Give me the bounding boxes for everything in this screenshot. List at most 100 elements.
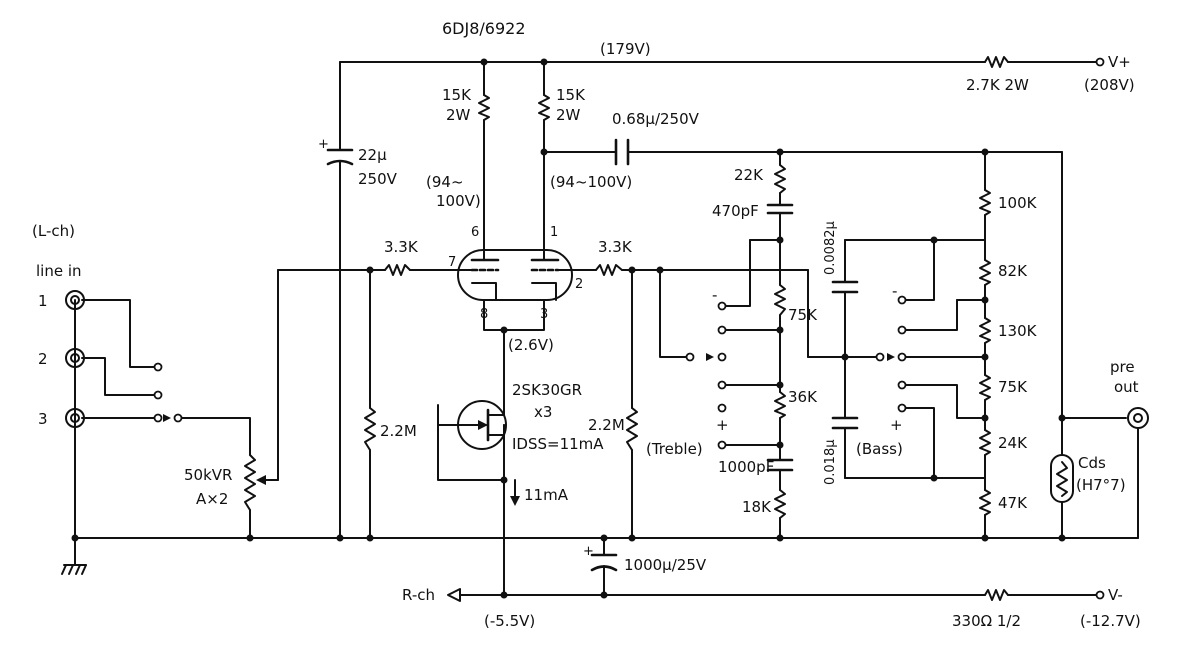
channel-label: (L-ch) <box>32 222 75 240</box>
input-2-label: 2 <box>38 350 48 368</box>
bass-title: (Bass) <box>856 440 903 458</box>
resistor-plate-left <box>478 94 490 121</box>
grid-res-right-label: 3.3K <box>598 238 633 256</box>
ladder-label-6: 47K <box>998 494 1028 512</box>
svg-text:+: + <box>583 544 594 559</box>
vminus-voltage: (-12.7V) <box>1080 612 1141 630</box>
switch-contacts <box>153 57 1105 600</box>
plate-voltage-right: (94~100V) <box>550 173 632 191</box>
b-plus-node-label: (179V) <box>600 40 651 58</box>
bass-0082-label: 0.0082μ <box>823 221 838 275</box>
bass-018-label: 0.018μ <box>823 440 838 486</box>
grid-res-left-label: 3.3K <box>384 238 419 256</box>
capacitor-coupling <box>614 138 630 166</box>
treble-18k-label: 18K <box>742 498 772 516</box>
capacitor-treble-470pf <box>766 203 794 215</box>
current-arrow <box>510 496 520 506</box>
fet-type: 2SK30GR <box>512 381 582 399</box>
tube-pin-3: 3 <box>540 307 548 322</box>
plate-res-right-rating: 2W <box>556 106 581 124</box>
output-jack[interactable] <box>1127 407 1149 429</box>
fet-idss: IDSS=11mA <box>512 435 604 453</box>
cds-photoresistor <box>1050 454 1074 503</box>
tube-type-label: 6DJ8/6922 <box>442 19 526 38</box>
resistor-ladder-82k <box>979 259 991 286</box>
treble-75k-label: 75K <box>788 306 818 324</box>
resistor-grid-left <box>384 264 411 276</box>
dropper-label: 2.7K 2W <box>966 76 1029 94</box>
volume-pot-value: 50kVR <box>184 466 232 484</box>
source-voltage: (-5.5V) <box>484 612 535 630</box>
cds-type: (H7°7) <box>1076 476 1126 494</box>
resistor-plate-right <box>538 94 550 121</box>
current-label: 11mA <box>524 486 569 504</box>
pre-out-label-2: out <box>1114 378 1139 396</box>
capacitor-bypass: + <box>583 544 618 572</box>
pre-out-label-1: pre <box>1110 358 1135 376</box>
capacitor-bass-0082 <box>831 280 859 294</box>
treble-title: (Treble) <box>646 440 703 458</box>
tube-pin-2: 2 <box>575 277 583 292</box>
plate-voltage-left-1: (94~ <box>426 173 464 191</box>
capacitor-bplus: + <box>318 137 354 166</box>
input-jack-3[interactable] <box>65 408 85 428</box>
capacitor-bass-018 <box>831 416 859 430</box>
coupling-cap-label: 0.68μ/250V <box>612 110 700 128</box>
resistor-bias-right <box>626 407 638 451</box>
ladder-label-3: 130K <box>998 322 1038 340</box>
wires <box>74 61 1139 596</box>
resistor-ladder-47k <box>979 489 991 516</box>
capacitor-treble-1000pf <box>766 458 794 472</box>
svg-text:+: + <box>318 137 329 152</box>
volume-pot-gang: A×2 <box>196 490 228 508</box>
bias-res-right-label: 2.2M <box>588 416 625 434</box>
resistor-treble-18k <box>774 489 786 519</box>
plate-res-left-value: 15K <box>442 86 472 104</box>
resistors <box>364 56 1009 601</box>
ladder-label-4: 75K <box>998 378 1028 396</box>
line-in-label: line in <box>36 262 82 280</box>
input-jacks <box>65 290 1149 429</box>
plate-res-right-value: 15K <box>556 86 586 104</box>
treble-22k-label: 22K <box>734 166 764 184</box>
ladder-label-2: 82K <box>998 262 1028 280</box>
resistor-dropper <box>984 56 1009 68</box>
tube-pin-1: 1 <box>550 225 558 240</box>
treble-minus-mark: - <box>712 286 717 304</box>
arrows <box>447 479 520 602</box>
bypass-cap-label: 1000μ/25V <box>624 556 707 574</box>
resistor-treble-75k <box>774 284 786 316</box>
vminus-label: V- <box>1108 586 1123 604</box>
r-ch-arrow <box>447 588 461 602</box>
vminus-res-label: 330Ω 1/2 <box>952 612 1021 630</box>
cathode-voltage: (2.6V) <box>508 336 554 354</box>
input-jack-1[interactable] <box>65 290 85 310</box>
treble-plus-mark: + <box>716 416 729 434</box>
vplus-voltage: (208V) <box>1084 76 1135 94</box>
tube-pin-8: 8 <box>480 307 488 322</box>
tube-pin-6: 6 <box>471 225 479 240</box>
bias-res-left-label: 2.2M <box>380 422 417 440</box>
potentiometer-50kvr <box>244 454 266 511</box>
input-jack-2[interactable] <box>65 348 85 368</box>
cds-label: Cds <box>1078 454 1106 472</box>
input-1-label: 1 <box>38 292 48 310</box>
bplus-cap-value: 22μ <box>358 146 387 164</box>
fet-count: x3 <box>534 403 552 421</box>
bplus-cap-rating: 250V <box>358 170 398 188</box>
vplus-label: V+ <box>1108 53 1131 71</box>
ladder-label-5: 24K <box>998 434 1028 452</box>
ground-symbol <box>61 564 87 575</box>
jfet-2sk30gr <box>437 399 507 450</box>
ladder-label-1: 100K <box>998 194 1038 212</box>
input-3-label: 3 <box>38 410 48 428</box>
plate-voltage-left-2: 100V) <box>436 192 481 210</box>
r-ch-label: R-ch <box>402 586 435 604</box>
resistor-grid-right <box>595 264 623 276</box>
resistor-ladder-100k <box>979 189 991 216</box>
bass-minus-mark: - <box>892 282 897 300</box>
resistor-bias-left <box>364 407 376 451</box>
resistor-ladder-75k <box>979 374 991 401</box>
tube-pin-7: 7 <box>448 255 456 270</box>
